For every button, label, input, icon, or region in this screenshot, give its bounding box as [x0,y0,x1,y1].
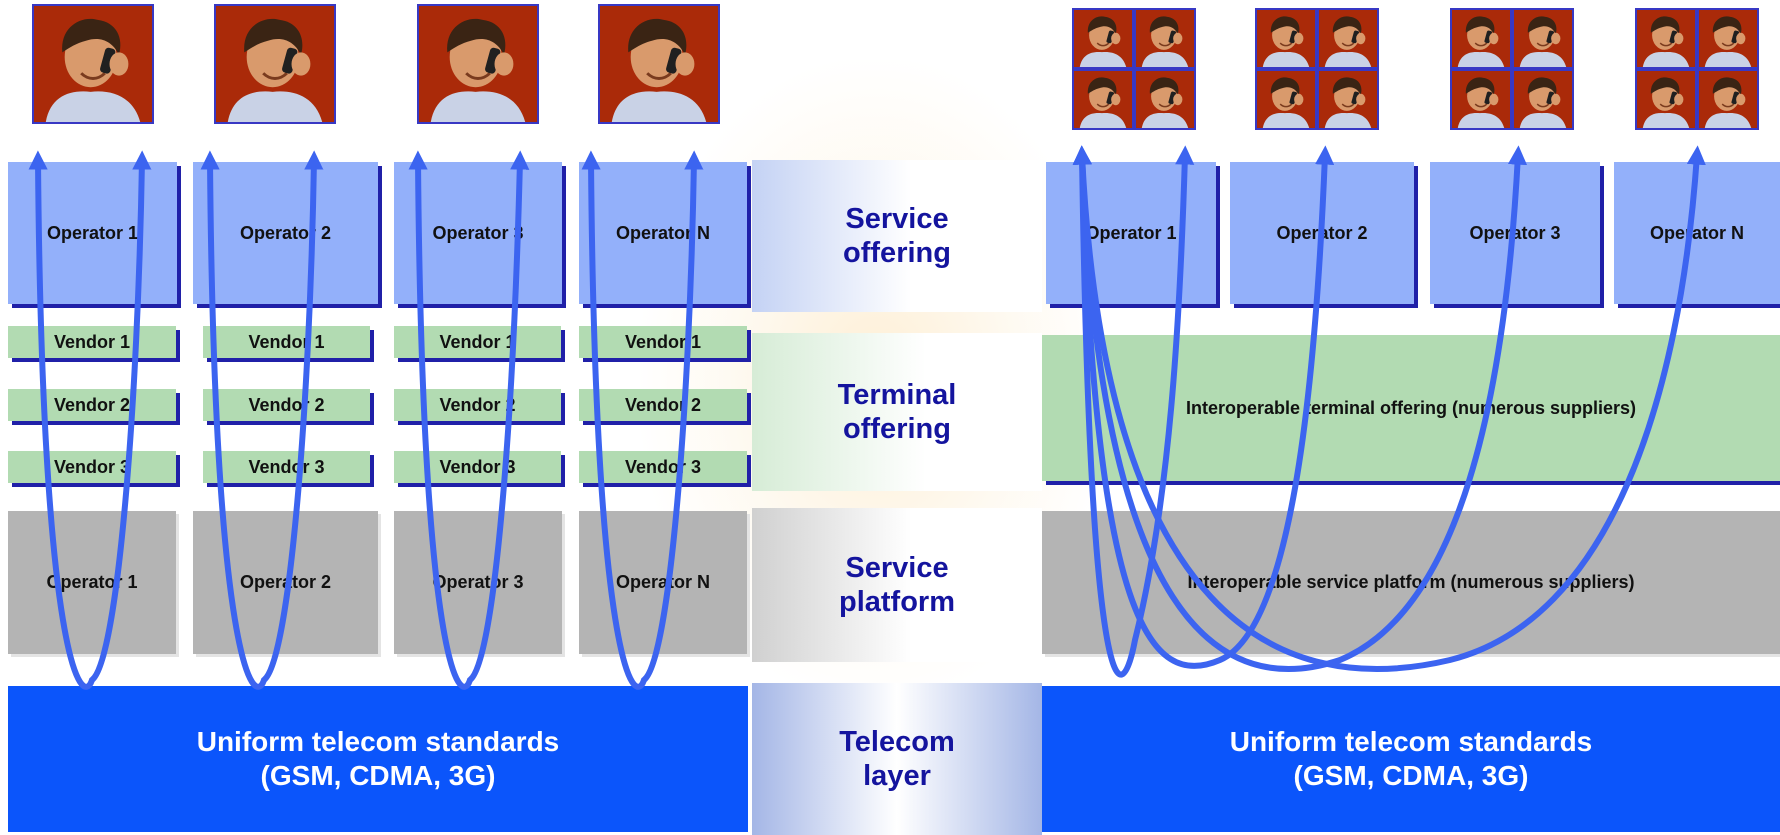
person-on-phone-icon [34,6,152,122]
user-photo [1134,69,1196,130]
user-photo [1255,8,1317,69]
user-photo [1635,69,1697,130]
vendor-box: Vendor 2 [8,389,176,421]
layer-label-service-offering: Service offering [752,160,1042,312]
left-telecom-box: Uniform telecom standards (GSM, CDMA, 3G… [8,686,748,832]
person-on-phone-icon [1514,71,1572,128]
user-photo [1072,8,1134,69]
user-photo [1697,8,1759,69]
left-operator-box: Operator 3 [394,162,562,304]
user-photo [1697,69,1759,130]
user-photo [1255,69,1317,130]
left-operator-box: Operator N [579,162,747,304]
user-photo [417,4,539,124]
layer-label-terminal-offering: Terminal offering [752,333,1042,491]
user-photo [1450,69,1512,130]
user-photo [1512,69,1574,130]
user-photo [1317,69,1379,130]
right-loop-arrow [1072,145,1335,669]
user-photo [598,4,720,124]
user-photo [214,4,336,124]
person-on-phone-icon [1257,10,1315,67]
person-on-phone-icon [419,6,537,122]
person-on-phone-icon [216,6,334,122]
right-loop-arrow [1072,145,1528,673]
person-on-phone-icon [1699,71,1757,128]
person-on-phone-icon [600,6,718,122]
left-loop-arrow [200,150,324,690]
person-on-phone-icon [1257,71,1315,128]
person-on-phone-icon [1319,71,1377,128]
person-on-phone-icon [1452,71,1510,128]
person-on-phone-icon [1637,10,1695,67]
vendor-box: Vendor 3 [203,451,370,483]
vendor-box: Vendor 3 [8,451,176,483]
user-photo [32,4,154,124]
person-on-phone-icon [1452,10,1510,67]
left-platform-box: Operator 1 [8,511,176,654]
user-photo [1512,8,1574,69]
left-loop-arrow [581,150,704,690]
left-operator-box: Operator 2 [193,162,378,304]
right-telecom-box: Uniform telecom standards (GSM, CDMA, 3G… [1042,686,1780,832]
user-photo [1134,8,1196,69]
person-on-phone-icon [1074,71,1132,128]
user-photo [1450,8,1512,69]
layer-label-service-platform: Service platform [752,508,1042,662]
vendor-box: Vendor 1 [579,326,747,358]
user-photo [1072,69,1134,130]
vendor-box: Vendor 3 [394,451,561,483]
person-on-phone-icon [1637,71,1695,128]
person-on-phone-icon [1319,10,1377,67]
person-on-phone-icon [1136,10,1194,67]
left-loop-arrow [408,150,530,690]
person-on-phone-icon [1136,71,1194,128]
user-photo [1635,8,1697,69]
right-loop-arrow [1072,145,1706,673]
person-on-phone-icon [1074,10,1132,67]
right-operator-box: Operator 1 [1046,162,1216,304]
person-on-phone-icon [1514,10,1572,67]
left-loop-arrow [28,150,152,690]
person-on-phone-icon [1699,10,1757,67]
vendor-box: Vendor 1 [8,326,176,358]
left-platform-box: Operator 3 [394,511,562,654]
user-photo [1317,8,1379,69]
right-loop-arrow [1072,145,1195,678]
layer-label-telecom-layer: Telecom layer [752,683,1042,835]
